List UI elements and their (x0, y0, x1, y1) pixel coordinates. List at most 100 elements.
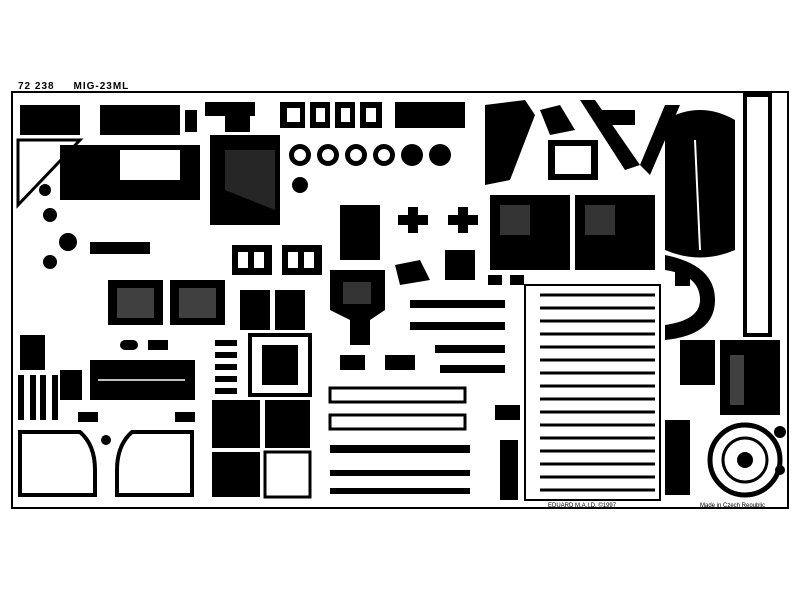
part-canopy-frame (694, 139, 701, 251)
upper-right-parts (485, 93, 772, 337)
part-grid-rows (540, 293, 655, 492)
part-rect-1 (20, 335, 45, 370)
part-ring-3-hole (350, 149, 362, 161)
part-strip-4 (330, 470, 470, 476)
part-instrument-panel-2 (575, 195, 655, 270)
part-panel-1 (20, 105, 80, 135)
left-middle-parts (90, 242, 430, 345)
part-wheel (707, 422, 783, 498)
part-box-7 (680, 340, 715, 385)
part-panel-3-hole (555, 146, 591, 174)
part-instrument-panel-1 (490, 195, 570, 270)
fret-code: 72 238 (18, 81, 55, 92)
part-tab-8 (495, 405, 520, 420)
part-box-1-hole (287, 108, 300, 122)
center-top-parts (205, 102, 465, 260)
part-box-4-hole (366, 108, 376, 122)
part-column (665, 420, 690, 495)
part-strip-1 (185, 110, 197, 132)
part-box-5-hole-a (238, 252, 248, 268)
part-slat-4 (215, 376, 237, 382)
part-ip1-detail (500, 205, 530, 235)
part-seat-detail (225, 150, 275, 210)
center-panels (398, 195, 655, 285)
part-wheel-inner (721, 436, 769, 484)
grid-section (524, 284, 661, 501)
maker-credit: EDUARD M.A.I.D. ©1997 (548, 503, 617, 509)
part-square-4 (212, 400, 260, 448)
part-u-1a (18, 375, 24, 420)
part-canopy (665, 110, 735, 258)
part-tab-6 (78, 412, 98, 422)
part-box-6-hole-b (304, 252, 314, 268)
part-oval-1 (120, 340, 138, 350)
lower-left-parts (18, 335, 195, 497)
part-tab-4 (395, 260, 430, 285)
part-ip2-detail (585, 205, 615, 235)
part-panel-2 (100, 105, 180, 135)
part-lower-panel-left (18, 430, 97, 497)
part-strip-3 (330, 445, 470, 453)
part-square-2 (240, 290, 270, 330)
part-strip-2 (600, 110, 635, 125)
part-square-5 (265, 400, 310, 448)
part-strip-9 (440, 365, 505, 373)
part-slat-3 (215, 364, 237, 370)
part-dot-5 (775, 465, 785, 475)
part-gear-3 (292, 177, 308, 193)
part-tab-9 (675, 268, 690, 286)
part-tab-7 (175, 412, 195, 422)
part-dot-3 (101, 435, 111, 445)
part-slat-5 (215, 388, 237, 394)
part-screen-frame (248, 333, 312, 397)
part-u-2b (52, 375, 58, 420)
part-u-1b (30, 375, 36, 420)
part-bracket-4 (385, 355, 415, 370)
part-mesh-panel (340, 205, 380, 260)
fret-frame (11, 91, 789, 509)
part-rect-2 (60, 370, 82, 400)
part-dot-4 (774, 426, 786, 438)
part-console-cutout (120, 150, 180, 180)
part-control-box-2 (170, 280, 225, 325)
part-ring-6 (429, 144, 451, 166)
right-lower-parts (665, 255, 786, 498)
part-dot-1 (39, 184, 51, 196)
lower-center-parts (212, 300, 520, 500)
part-square-7 (263, 450, 312, 499)
part-grid-frame (524, 284, 661, 501)
part-wheel-hub (737, 452, 753, 468)
part-square-1 (445, 250, 475, 280)
part-rail-2 (328, 413, 467, 431)
part-slat-2 (215, 352, 237, 358)
part-strut-1 (580, 100, 640, 170)
part-bracket-curved (485, 100, 535, 185)
part-box-3-hole (341, 108, 350, 122)
part-tab-5 (148, 340, 168, 350)
part-gear-1 (59, 233, 77, 251)
part-strip-7 (410, 322, 505, 330)
part-strip-6 (410, 300, 505, 308)
part-seat-frame-detail (343, 282, 371, 304)
top-left-parts (16, 105, 200, 269)
part-ring-2-hole (322, 149, 334, 161)
part-tab-3 (510, 275, 524, 285)
part-ladder (743, 93, 772, 337)
part-u-2a (40, 375, 46, 420)
part-post (500, 440, 518, 500)
part-bar-1 (90, 242, 150, 254)
fret-name: MIG-23ML (73, 81, 130, 92)
part-seat-back (210, 135, 280, 225)
part-ring-1-hole (294, 149, 306, 161)
part-seat-frame (330, 270, 385, 345)
part-square-6 (212, 452, 260, 497)
part-cross-1 (398, 207, 428, 233)
part-cb1-detail (117, 288, 154, 318)
part-large-plate (720, 340, 780, 415)
part-rail-1 (328, 386, 467, 404)
part-lower-panel-right (115, 430, 194, 497)
part-triangle (16, 138, 84, 209)
part-cross-2 (448, 207, 478, 233)
part-cb2-detail (179, 288, 216, 318)
